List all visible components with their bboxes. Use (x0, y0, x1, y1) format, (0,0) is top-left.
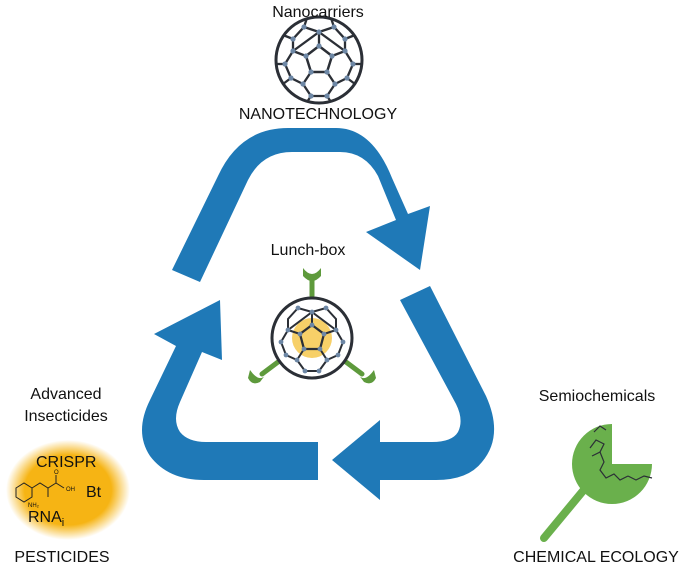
molecule-oh: OH (66, 487, 75, 493)
bt-label: Bt (86, 484, 102, 501)
rna-label: RNAi (28, 509, 64, 532)
chemical-ecology-label: CHEMICAL ECOLOGY (513, 549, 679, 566)
molecule-o: O (54, 470, 59, 476)
pesticides-label: PESTICIDES (14, 549, 110, 566)
nanotechnology-label: NANOTECHNOLOGY (238, 106, 398, 123)
lunchbox-label: Lunch-box (270, 242, 346, 259)
advanced-label-line2: Insecticides (24, 408, 108, 425)
arrow-top (172, 128, 430, 282)
arrow-right (332, 286, 495, 500)
advanced-label-line1: Advanced (30, 386, 102, 403)
molecule-icon (15, 475, 65, 503)
semiochemicals-label: Semiochemicals (538, 388, 656, 405)
nanocarriers-label: Nanocarriers (272, 4, 364, 21)
molecule-nh2: NH₂ (28, 503, 39, 509)
crispr-label: CRISPR (36, 454, 97, 471)
arrow-left (142, 300, 318, 480)
rna-text: RNA (28, 509, 62, 526)
rna-subscript: i (61, 517, 65, 530)
